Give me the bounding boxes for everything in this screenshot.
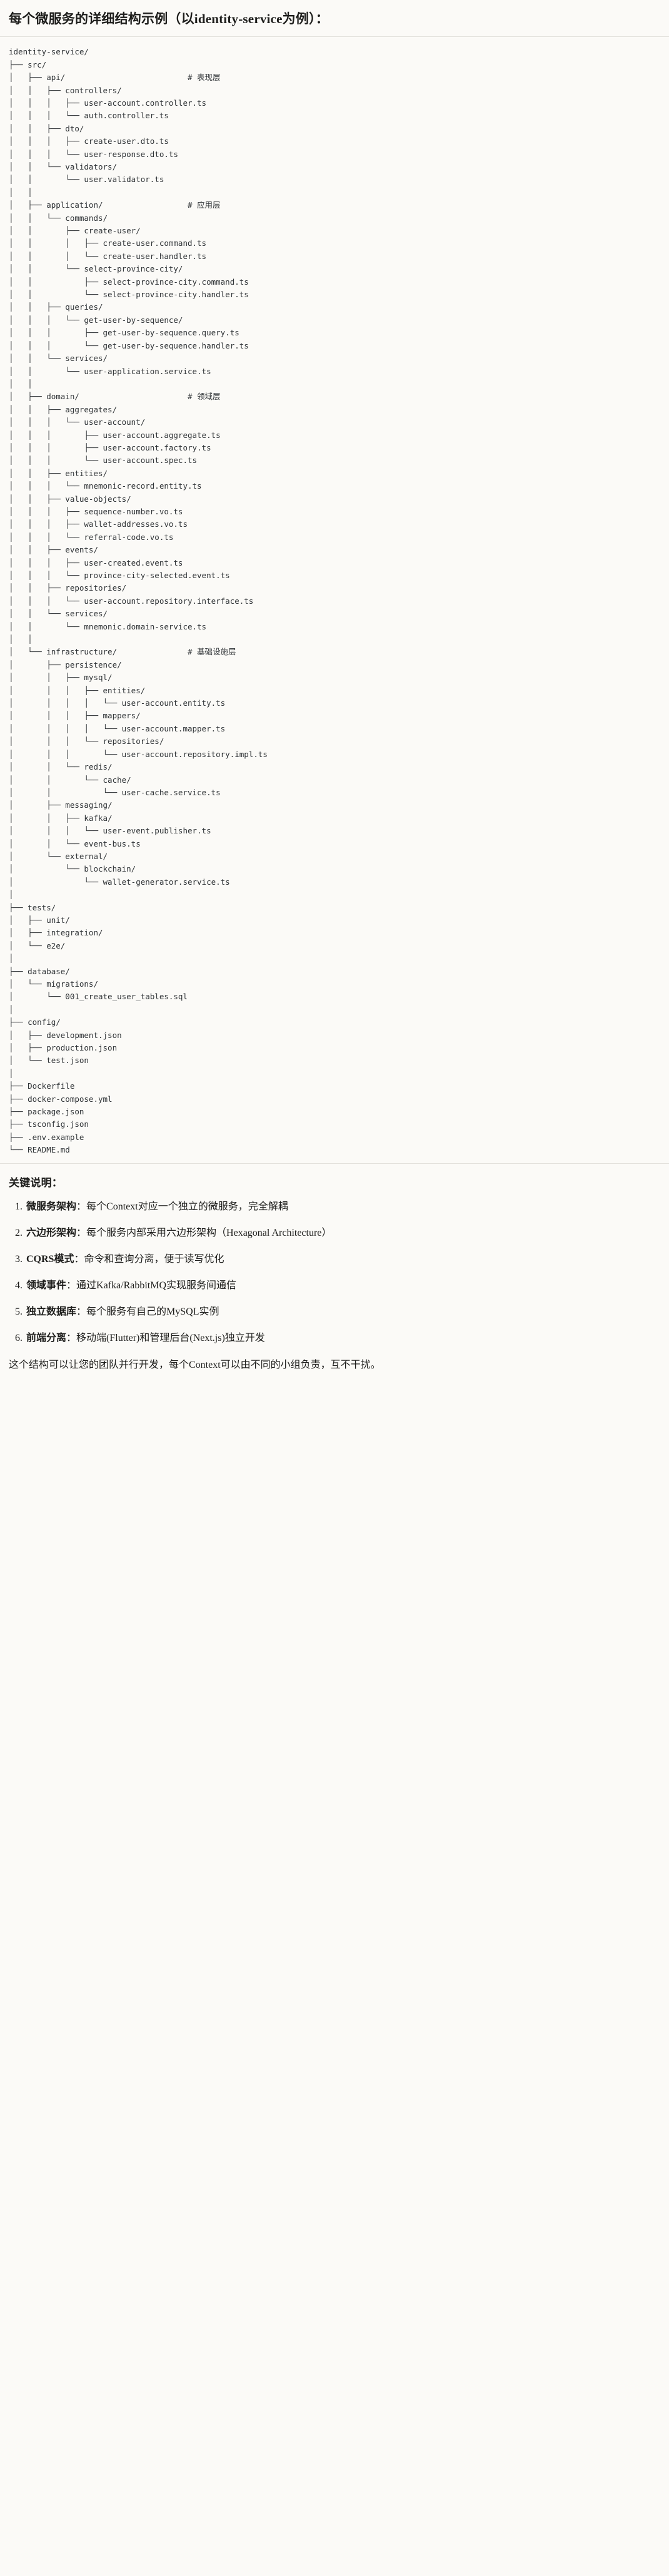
list-item: 前端分离：移动端(Flutter)和管理后台(Next.js)独立开发 [25,1331,660,1346]
note-description: 命令和查询分离，便于读写优化 [84,1253,224,1265]
key-notes-list: 微服务架构：每个Context对应一个独立的微服务，完全解耦 六边形架构：每个服… [9,1199,660,1346]
note-term: 前端分离 [26,1332,67,1343]
directory-tree: identity-service/ ├── src/ │ ├── api/ # … [9,47,268,1155]
list-item: 微服务架构：每个Context对应一个独立的微服务，完全解耦 [25,1199,660,1214]
note-separator: ： [76,1201,87,1212]
document-page: 每个微服务的详细结构示例（以identity-service为例）： ident… [0,0,669,1384]
key-notes-heading: 关键说明： [9,1176,63,1189]
note-term: 六边形架构 [26,1227,77,1238]
list-item: 六边形架构：每个服务内部采用六边形架构（Hexagonal Architectu… [25,1226,660,1241]
list-item: 独立数据库：每个服务有自己的MySQL实例 [25,1305,660,1320]
note-description: 每个服务有自己的MySQL实例 [86,1306,219,1317]
divider-bottom [0,1163,669,1164]
closing-paragraph: 这个结构可以让您的团队并行开发，每个Context可以由不同的小组负责，互不干扰… [9,1359,381,1370]
note-description: 每个服务内部采用六边形架构（Hexagonal Architecture） [86,1227,332,1238]
list-item: 领域事件：通过Kafka/RabbitMQ实现服务间通信 [25,1278,660,1293]
note-term: 独立数据库 [26,1306,77,1317]
note-separator: ： [74,1253,84,1265]
note-term: 微服务架构 [26,1201,77,1212]
note-separator: ： [76,1306,87,1317]
note-description: 通过Kafka/RabbitMQ实现服务间通信 [76,1280,237,1291]
note-separator: ： [66,1280,77,1291]
list-item: CQRS模式：命令和查询分离，便于读写优化 [25,1252,660,1267]
key-notes-section: 关键说明： 微服务架构：每个Context对应一个独立的微服务，完全解耦 六边形… [0,1164,669,1385]
note-separator: ： [76,1227,87,1238]
divider-top [0,36,669,38]
note-term: 领域事件 [26,1280,67,1291]
note-separator: ： [66,1332,77,1343]
page-title: 每个微服务的详细结构示例（以identity-service为例）： [9,11,329,26]
note-description: 每个Context对应一个独立的微服务，完全解耦 [86,1201,288,1212]
note-term: CQRS模式 [26,1253,74,1265]
note-description: 移动端(Flutter)和管理后台(Next.js)独立开发 [76,1332,265,1343]
directory-tree-block: identity-service/ ├── src/ │ ├── api/ # … [0,37,669,1163]
